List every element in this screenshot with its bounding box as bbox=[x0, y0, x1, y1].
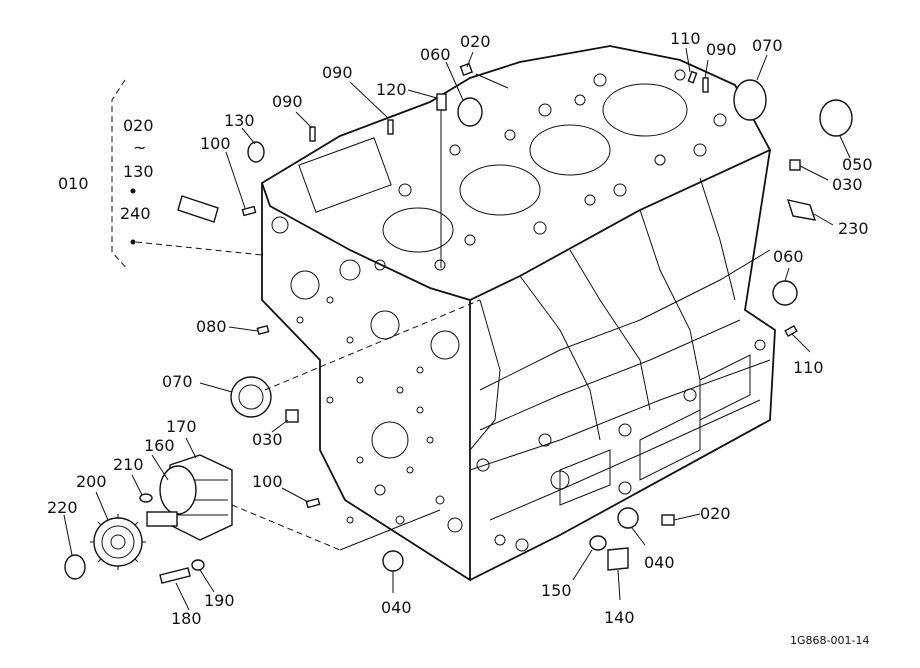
loose-parts bbox=[64, 62, 853, 584]
group-labels: 010 020 ~ 130 240 bbox=[58, 116, 154, 223]
callout-020-top: 020 bbox=[460, 32, 491, 51]
callout-020-bottom: 020 bbox=[700, 504, 731, 523]
callout-060-top: 060 bbox=[420, 45, 451, 64]
group-range-start: 020 bbox=[123, 116, 154, 135]
callout-110-right: 110 bbox=[793, 358, 824, 377]
figure-id: 1G868-001-14 bbox=[790, 634, 869, 647]
callout-090-top-right: 090 bbox=[706, 40, 737, 59]
callout-070-top: 070 bbox=[752, 36, 783, 55]
group-range-sep: ~ bbox=[133, 138, 146, 157]
callout-090-left: 090 bbox=[272, 92, 303, 111]
callout-080: 080 bbox=[196, 317, 227, 336]
callout-070-left: 070 bbox=[162, 372, 193, 391]
callout-040-right: 040 bbox=[644, 553, 675, 572]
group-main-label: 010 bbox=[58, 174, 89, 193]
callout-190: 190 bbox=[204, 591, 235, 610]
callout-180: 180 bbox=[171, 609, 202, 628]
cylinder-block bbox=[260, 45, 776, 582]
callout-120: 120 bbox=[376, 80, 407, 99]
callout-100-top: 100 bbox=[200, 134, 231, 153]
callout-130: 130 bbox=[224, 111, 255, 130]
callout-030-left: 030 bbox=[252, 430, 283, 449]
group-range-end: 130 bbox=[123, 162, 154, 181]
callout-040-bottom: 040 bbox=[381, 598, 412, 617]
callout-150: 150 bbox=[541, 581, 572, 600]
callout-200: 200 bbox=[76, 472, 107, 491]
group-extra-item: 240 bbox=[120, 204, 151, 223]
callout-060-right: 060 bbox=[773, 247, 804, 266]
callout-090-mid: 090 bbox=[322, 63, 353, 82]
callout-140: 140 bbox=[604, 608, 635, 627]
callout-050: 050 bbox=[842, 155, 873, 174]
callout-170: 170 bbox=[166, 417, 197, 436]
part-callouts: 020 060 110 090 070 120 090 090 130 100 … bbox=[47, 29, 873, 628]
callout-230: 230 bbox=[838, 219, 869, 238]
callout-100-bottom: 100 bbox=[252, 472, 283, 491]
leader-lines bbox=[63, 47, 851, 611]
callout-110-top: 110 bbox=[670, 29, 701, 48]
callout-030-right: 030 bbox=[832, 175, 863, 194]
callout-220: 220 bbox=[47, 498, 78, 517]
callout-160: 160 bbox=[144, 436, 175, 455]
group-bracket bbox=[111, 79, 263, 271]
callout-210: 210 bbox=[113, 455, 144, 474]
